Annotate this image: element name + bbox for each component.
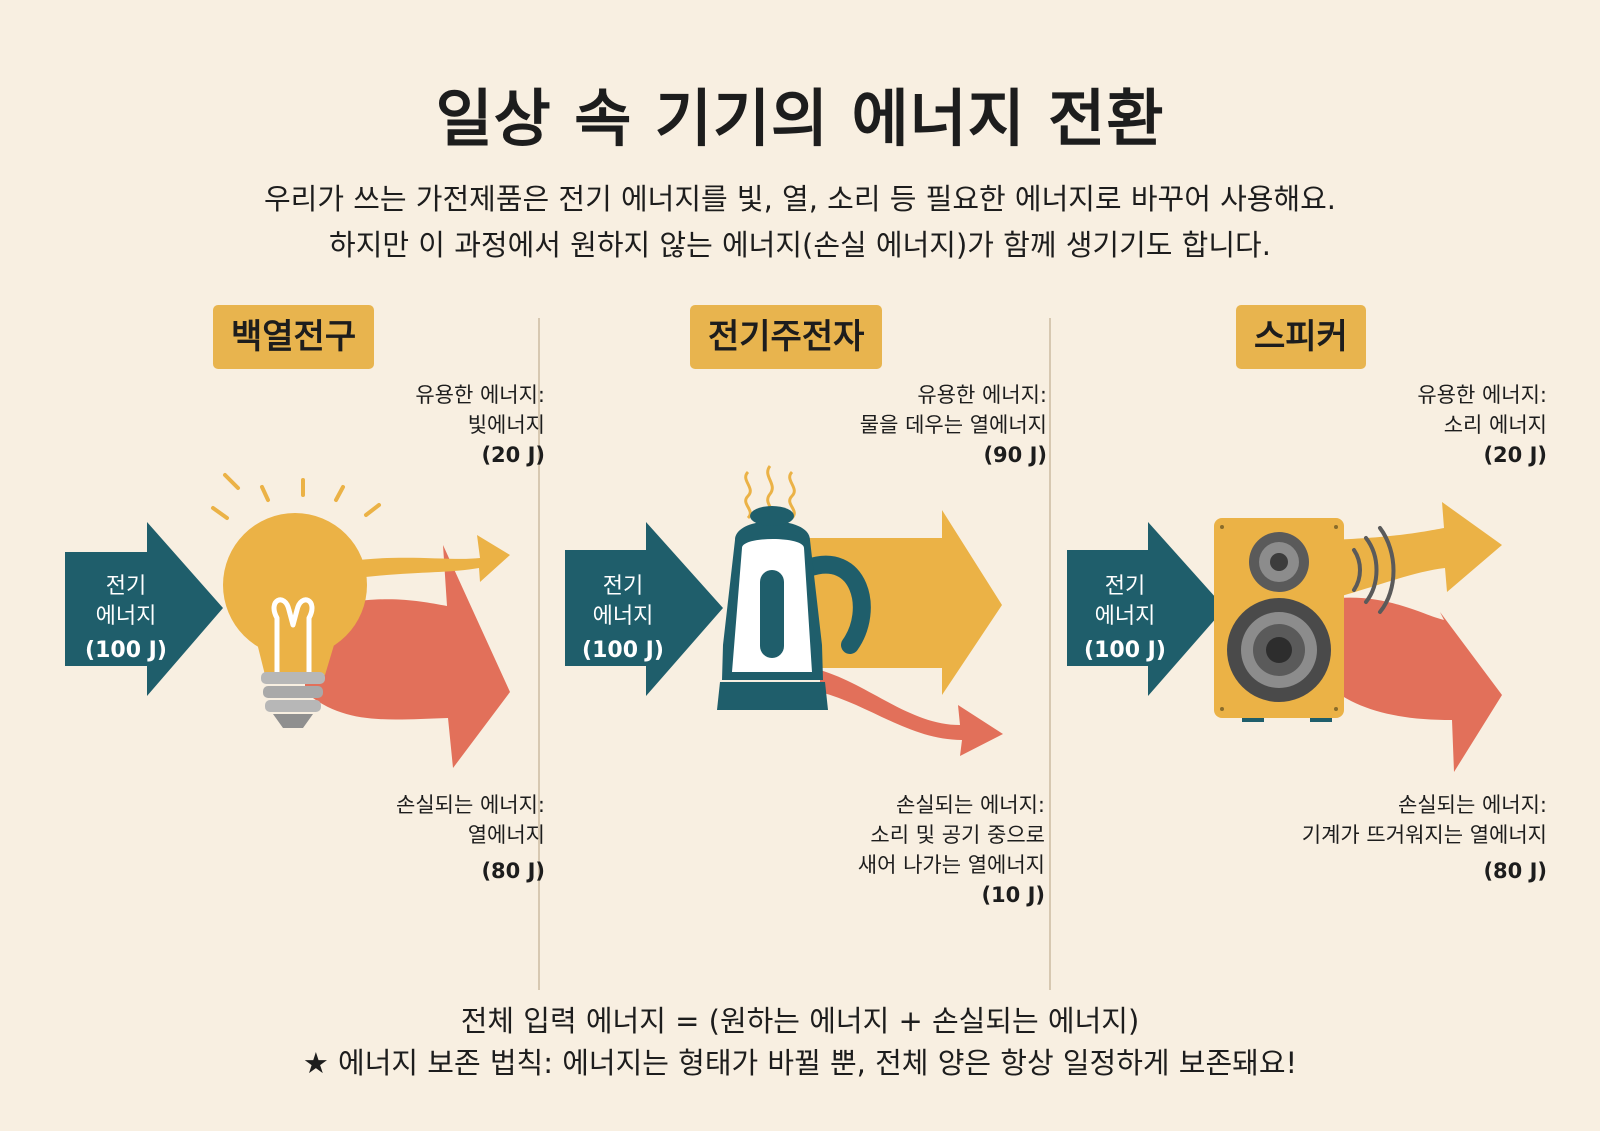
loss-energy-arrow — [820, 670, 1003, 756]
loss-energy-label: 손실되는 에너지: 열에너지 (80 J) — [396, 793, 545, 883]
intro-line-1: 우리가 쓰는 가전제품은 전기 에너지를 빛, 열, 소리 등 필요한 에너지로… — [263, 182, 1337, 216]
kettle-energy-flow-diagram — [565, 465, 1003, 756]
input-energy-label: 전기 에너지 (100 J) — [582, 574, 664, 663]
summary-footer: 전체 입력 에너지 = (원하는 에너지 + 손실되는 에너지) ★ 에너지 보… — [0, 1000, 1600, 1084]
panel-kettle: 전기주전자 전기 에너지 (100 J) 유용한 에너지: 물을 데우는 열에너… — [560, 300, 1047, 980]
page-title: 일상 속 기기의 에너지 전환 — [435, 82, 1165, 155]
input-energy-label: 전기 에너지 (100 J) — [85, 574, 167, 663]
useful-energy-label: 유용한 에너지: 빛에너지 (20 J) — [415, 383, 545, 467]
panel-speaker: 스피커 전기 에너지 (100 J) 유용한 — [1062, 300, 1547, 980]
input-energy-arrow — [1067, 522, 1225, 696]
conservation-law: ★ 에너지 보존 법칙: 에너지는 형태가 바뀔 뿐, 전체 양은 항상 일정하… — [302, 1046, 1298, 1080]
energy-formula: 전체 입력 에너지 = (원하는 에너지 + 손실되는 에너지) — [460, 1004, 1140, 1038]
input-energy-arrow — [565, 522, 723, 696]
useful-energy-arrow — [1327, 502, 1502, 600]
loss-energy-label: 손실되는 에너지: 기계가 뜨거워지는 열에너지 (80 J) — [1301, 793, 1547, 883]
intro-line-2: 하지만 이 과정에서 원하지 않는 에너지(손실 에너지)가 함께 생기기도 합… — [329, 228, 1271, 262]
speaker-icon — [1214, 518, 1396, 722]
panel-divider-1 — [538, 318, 540, 990]
device-name-badge: 백열전구 — [213, 305, 375, 369]
useful-energy-label: 유용한 에너지: 소리 에너지 (20 J) — [1417, 383, 1547, 467]
loss-energy-arrow — [1322, 597, 1502, 772]
panel-divider-2 — [1049, 318, 1051, 990]
useful-energy-label: 유용한 에너지: 물을 데우는 열에너지 (90 J) — [859, 383, 1047, 467]
device-name-badge: 전기주전자 — [690, 305, 883, 369]
panel-light-bulb: 백열전구 전기 에너지 (100 J) 유용한 에너지: 빛에너지 ( — [55, 300, 545, 980]
device-name-badge: 스피커 — [1236, 305, 1366, 369]
input-energy-arrow — [65, 522, 223, 696]
loss-energy-label: 손실되는 에너지: 소리 및 공기 중으로 새어 나가는 열에너지 (10 J) — [857, 793, 1045, 907]
loss-energy-arrow — [305, 545, 510, 768]
intro-text: 우리가 쓰는 가전제품은 전기 에너지를 빛, 열, 소리 등 필요한 에너지로… — [0, 176, 1600, 268]
input-energy-label: 전기 에너지 (100 J) — [1084, 574, 1166, 663]
speaker-energy-flow-diagram — [1067, 502, 1502, 772]
kettle-icon — [717, 465, 871, 710]
light-bulb-icon — [211, 473, 381, 728]
bulb-energy-flow-diagram — [65, 473, 510, 768]
